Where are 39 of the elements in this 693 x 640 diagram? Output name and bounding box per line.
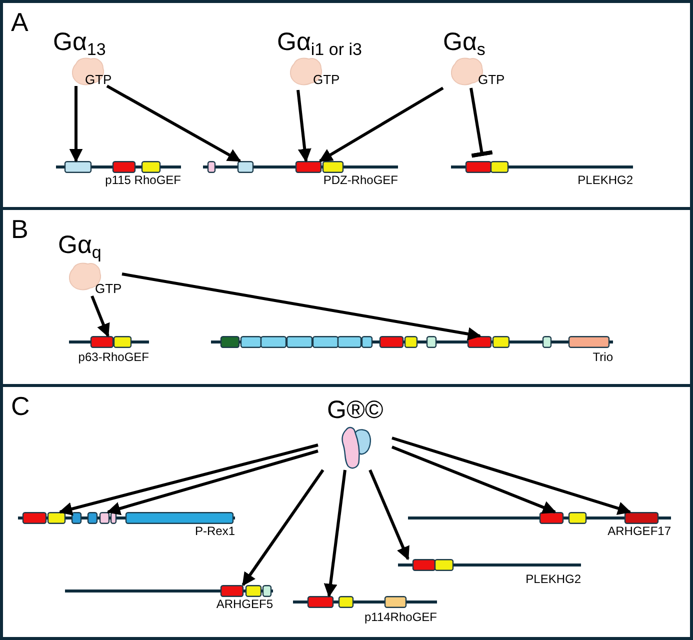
arrow [318,86,444,162]
arrow [106,450,318,516]
arrow [296,90,312,162]
arrow [391,446,556,514]
gtp-label: GTP [478,72,505,87]
arrow [324,470,346,598]
arrow [69,86,83,162]
gene-name: PLEKHG2 [578,173,633,187]
arrow [90,295,110,338]
arrow [392,436,632,515]
panel [0,0,693,210]
gene-name: ARHGEF17 [608,524,671,538]
protein-name: G®© [327,396,384,424]
protein-name: Gα$_{13}$ [53,28,106,61]
gene-name: ARHGEF5 [216,597,273,611]
gene-name: PDZ-RhoGEF [323,173,398,187]
gtp-label: GTP [85,72,112,87]
panel-letter: C [11,391,30,421]
panel-letter: B [11,214,28,244]
protein-name: Gα$_{q}$ [58,231,102,264]
gene-name: p114RhoGEF [364,610,437,624]
gtp-label: GTP [95,281,122,296]
gtp-label: GTP [313,72,340,87]
panel-letter: A [11,7,28,37]
arrow [242,469,324,586]
gene-name: Trio [592,350,613,364]
protein-name: Gα$_{i1 or i3}$ [277,28,362,61]
gene-name: PLEKHG2 [526,572,581,586]
inhibition-line [470,88,493,158]
arrow [106,84,242,162]
gene-name: P-Rex1 [194,524,235,538]
arrow [58,444,318,516]
arrow [122,272,482,341]
arrow [368,469,410,560]
gene-name: p115 RhoGEF [105,173,181,187]
gene-name: p63-RhoGEF [78,350,149,364]
panel [0,384,693,640]
panel [0,207,693,387]
protein-name: Gα$_{s}$ [443,28,486,61]
